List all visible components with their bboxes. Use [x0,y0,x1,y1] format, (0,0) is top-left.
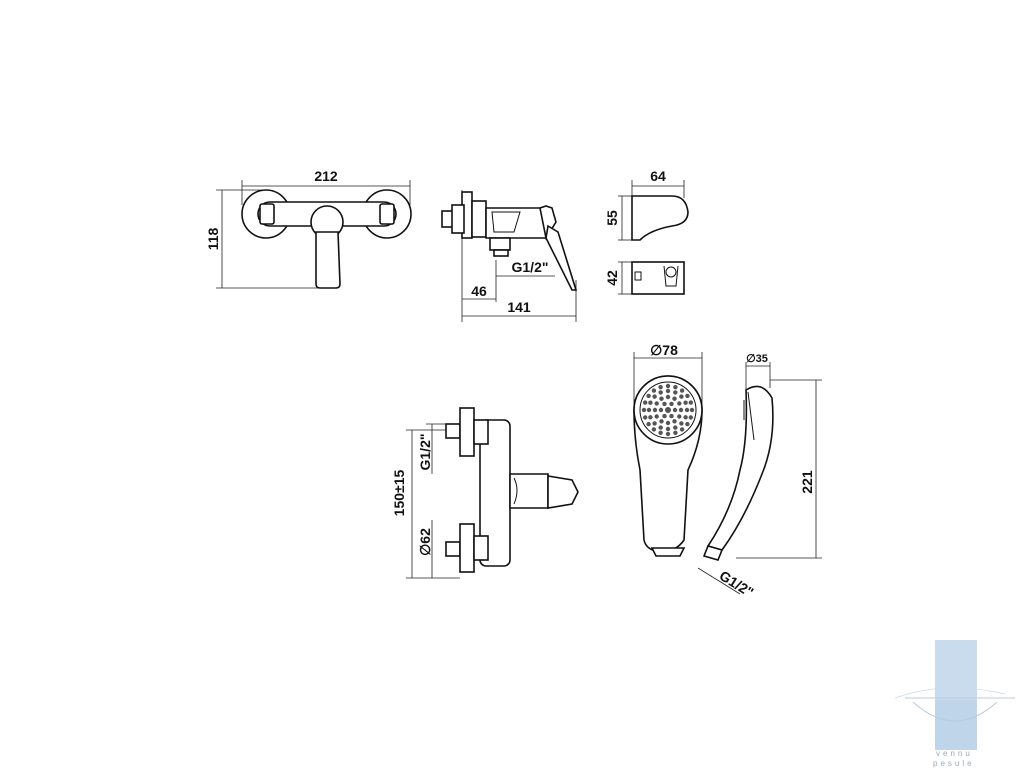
holder-views: 64 55 42 [604,168,689,295]
dim-rear-rosette: ∅62 [417,528,433,556]
dim-rear-thread: G1/2" [417,434,433,471]
dim-holder-height: 55 [604,210,620,226]
nozzle-dot [679,388,685,393]
nozzle-dot [658,430,663,435]
shower-side-body [706,385,774,551]
nozzle-dot [685,393,690,399]
nozzle-dot [641,407,647,413]
nozzle-dot [651,388,657,393]
dim-shower-head-dia: ∅78 [650,342,678,358]
nozzle-dot [683,415,688,420]
dim-side-offset: 46 [471,283,487,299]
nozzle-dot [679,421,684,426]
watermark-line2: pesule [933,759,975,768]
nozzle-dot [679,394,684,399]
nozzle-dot [678,407,684,413]
nozzle-dot [646,393,651,399]
dim-front-width: 212 [314,168,338,184]
nozzle-dot [648,400,653,405]
nozzle-dot [643,415,648,420]
holder-plan [631,261,685,295]
rear-view: 150±15 G1/2" ∅62 [391,407,579,579]
nozzle-dot [673,425,678,430]
lever-handle [315,231,341,289]
nozzle-dot [654,401,659,406]
nozzle-dot [677,401,682,406]
nozzle-dot [672,419,677,424]
nozzle-dot [659,396,664,401]
nozzle-dot [688,415,693,420]
holder-profile [631,195,689,241]
brand-watermark: vennu pesule [894,640,1015,768]
nozzle-dot [648,415,653,420]
nozzle-dot [652,394,657,399]
dim-side-thread: G1/2" [512,259,549,275]
nozzle-dot [665,388,671,394]
dim-shower-thread: G1/2" [717,567,757,600]
nozzle-dot [669,401,674,407]
nozzle-dot [683,400,688,405]
nozzle-dot [689,407,695,413]
nozzle-dot [669,413,674,419]
nozzle-dot [672,407,678,413]
nozzle-dot [665,407,671,413]
nozzle-dot [673,430,678,435]
nozzle-dot [662,401,667,407]
nozzle-dot [672,396,677,401]
dim-shower-length: 221 [799,470,815,494]
nozzle-dot [665,383,671,389]
rear-cartridge [547,475,579,509]
side-view: 141 46 G1/2" [441,190,578,322]
front-view: 212 118 [205,168,412,289]
nozzle-dot [658,425,663,430]
nozzle-dot [643,400,648,405]
dim-rear-spacing: 150±15 [391,469,407,516]
nozzle-dot [651,427,657,432]
nozzle-dot [665,426,671,432]
nozzle-dot [685,421,690,427]
dim-holder-width: 64 [650,168,666,184]
nozzle-dot [673,390,678,395]
nozzle-dot [677,414,682,419]
nozzle-dot [679,427,685,432]
shower-head-front: ∅78 [633,342,703,557]
shower-side-thread [702,545,724,561]
nozzle-dot [665,431,671,437]
nozzle-dot [665,394,671,400]
dim-holder-plan: 42 [604,270,620,286]
shower-head-side: ∅35 221 G1/2" [697,353,822,600]
nozzle-dot [654,414,659,419]
dim-side-depth: 141 [507,299,531,315]
nozzle-dot [659,419,664,424]
nozzle-dot [688,400,693,405]
nozzle-dot [652,421,657,426]
nozzle-dot [684,407,690,413]
nozzle-dot [665,420,671,426]
nozzle-dot [658,407,664,413]
nozzle-dot [646,407,652,413]
nozzle-dot [658,390,663,395]
shower-nozzles [641,383,695,437]
side-lever [545,224,578,291]
nozzle-dot [662,413,667,419]
nozzle-dot [646,421,651,427]
dim-front-height: 118 [205,227,221,250]
nozzle-dot [658,385,663,390]
nozzle-dot [652,407,658,413]
nozzle-dot [673,385,678,390]
watermark-line1: vennu [936,749,973,758]
dim-shower-neck-dia: ∅35 [746,353,768,365]
